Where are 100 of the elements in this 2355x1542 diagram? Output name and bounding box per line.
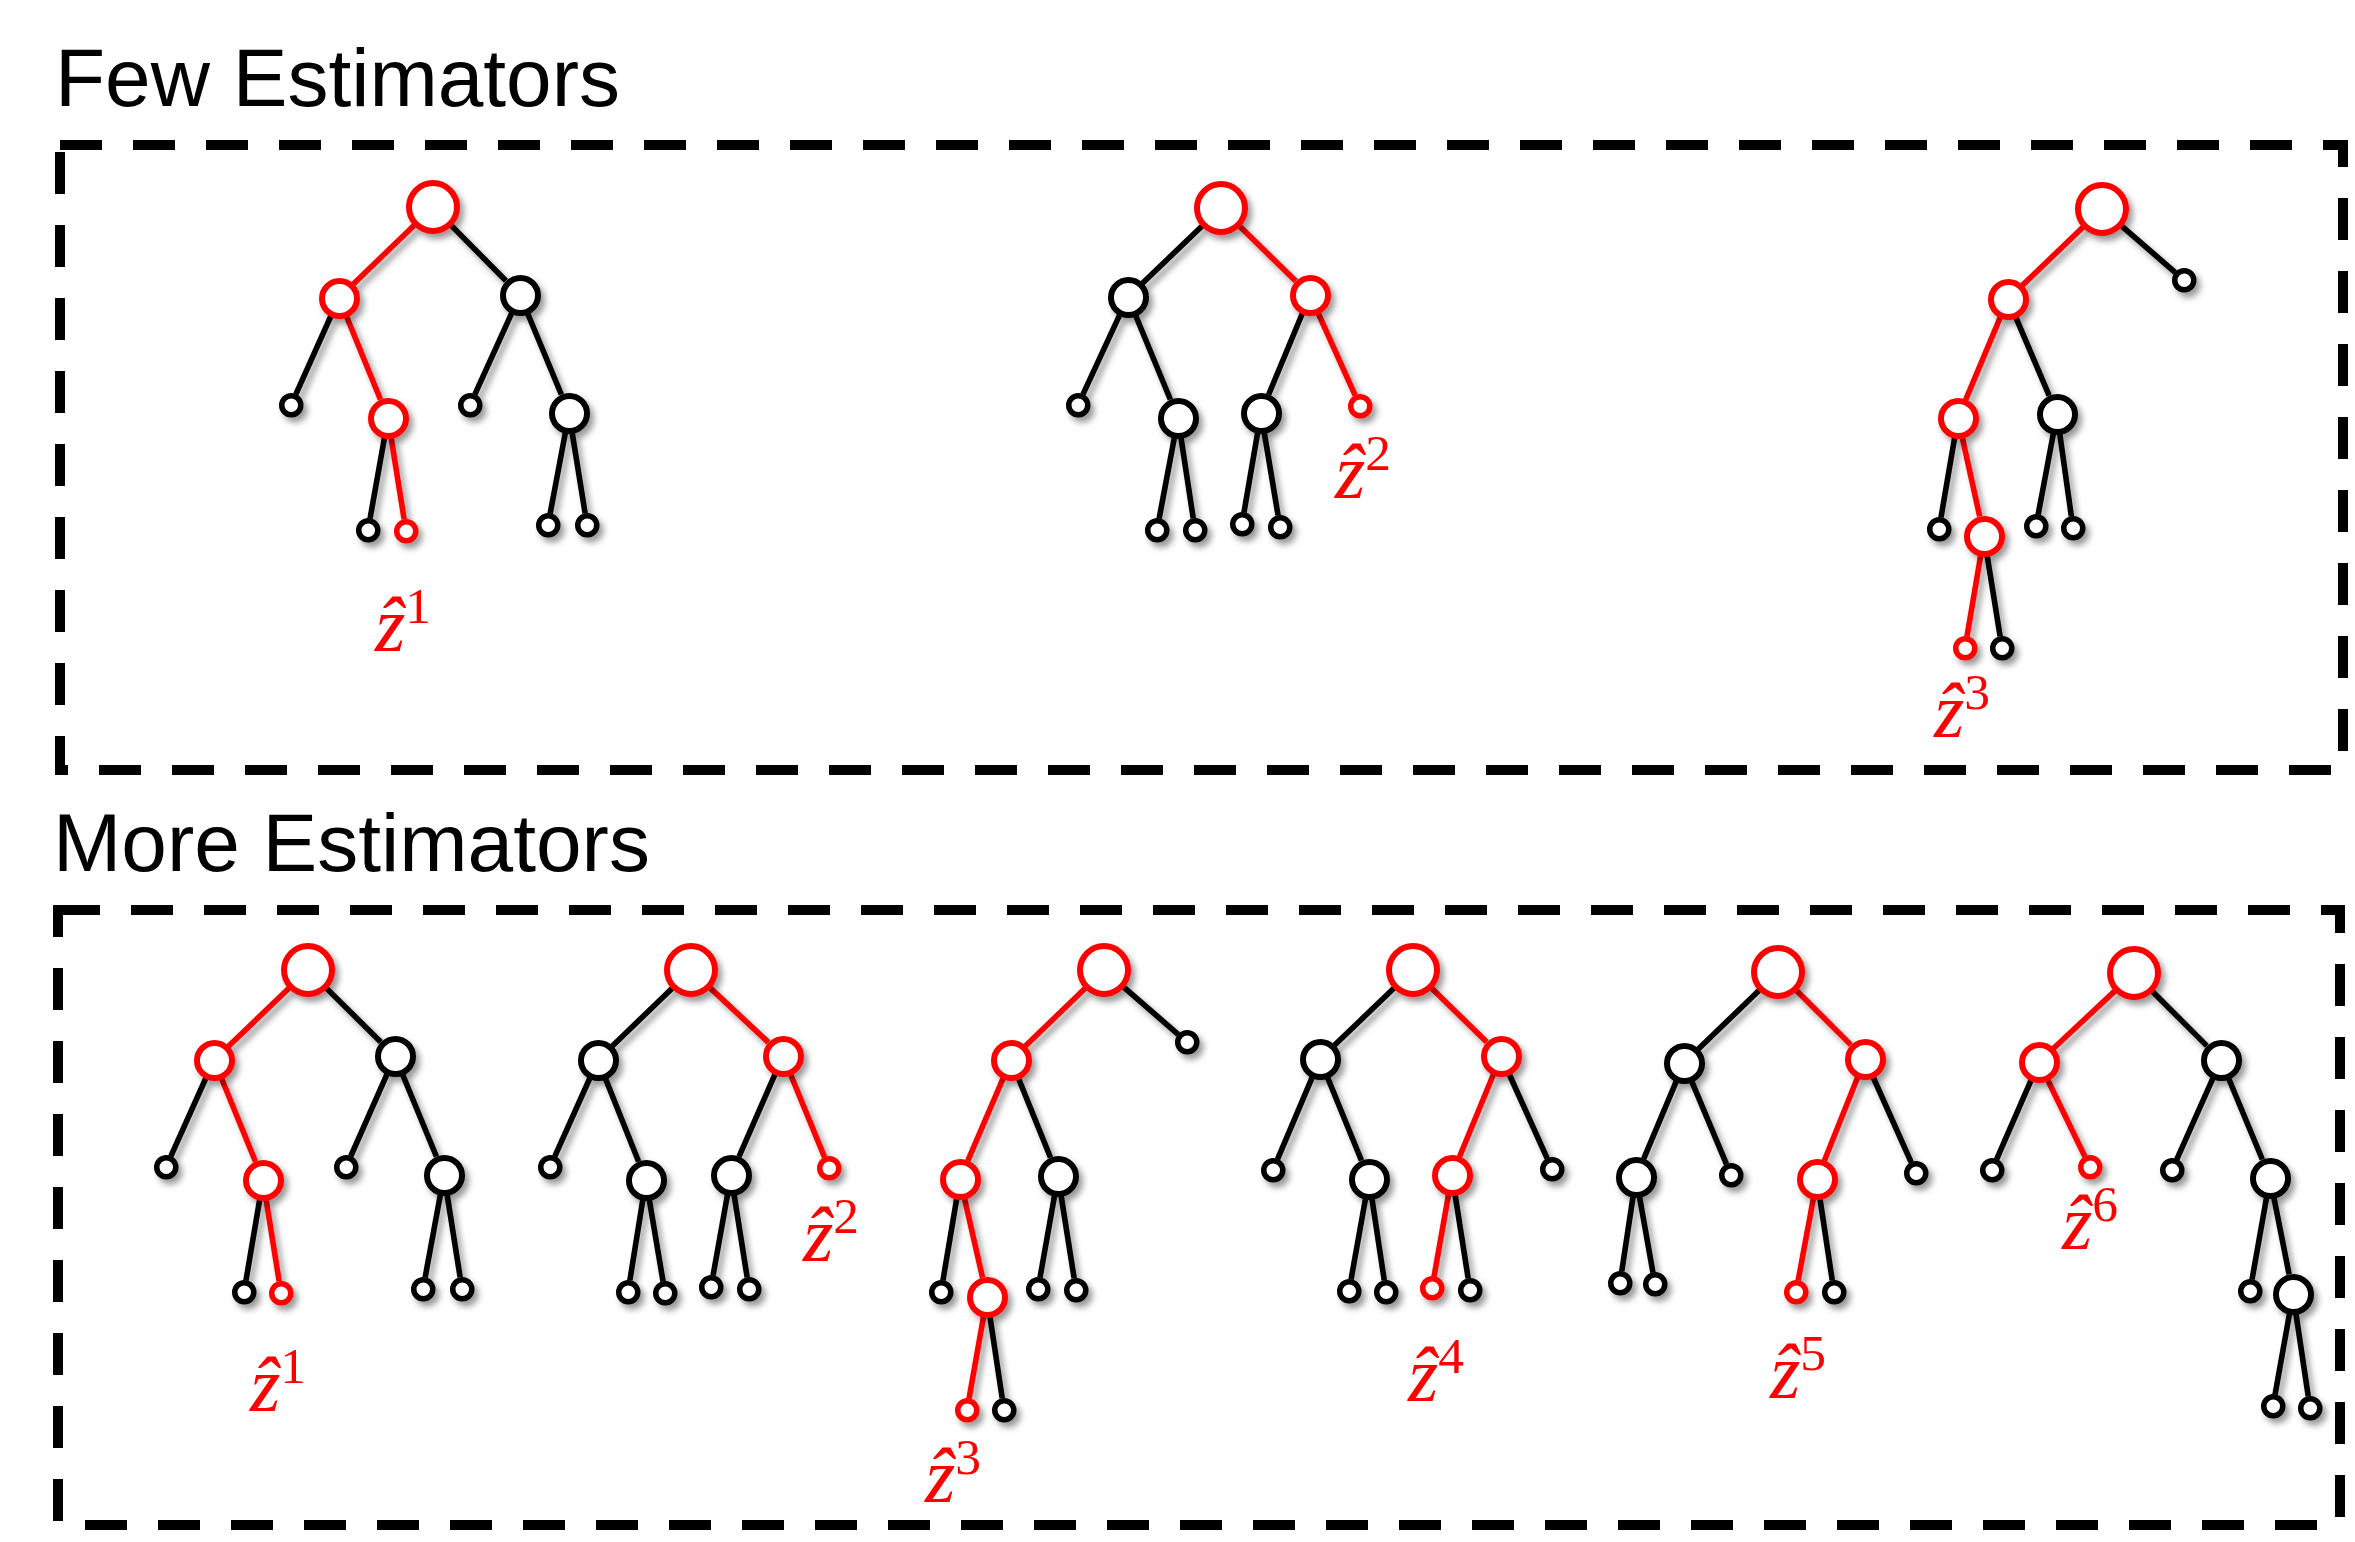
branch-line	[569, 432, 588, 514]
branch-line	[646, 1199, 666, 1282]
branch-line	[2013, 316, 2052, 397]
tree-node	[1107, 276, 1149, 318]
branch-line	[1080, 313, 1123, 396]
branch-line	[708, 986, 771, 1045]
leaf-node	[393, 518, 419, 544]
branch-line	[1037, 1195, 1058, 1278]
branch-line	[226, 986, 291, 1049]
tree-node	[318, 277, 360, 319]
branch-line	[1430, 986, 1489, 1045]
branch-line	[1795, 1198, 1817, 1281]
branch-line	[1641, 1080, 1679, 1160]
tree-node	[1937, 397, 1979, 439]
tree-node	[2249, 1157, 2291, 1199]
leaf-node	[535, 512, 561, 538]
branch-line	[966, 1316, 987, 1399]
leaf-node	[1347, 393, 1373, 419]
leaf-node	[1783, 1279, 1809, 1305]
leaf-node	[1229, 511, 1255, 537]
leaf-node	[1642, 1271, 1668, 1297]
branch-line	[1821, 1076, 1861, 1162]
leaf-node	[1607, 1270, 1633, 1296]
leaf-node	[1144, 517, 1170, 543]
leaf-node	[1952, 635, 1978, 661]
tree-node	[281, 943, 335, 997]
leaf-node	[231, 1279, 257, 1305]
branch-line	[348, 1073, 390, 1158]
branch-line	[602, 1077, 642, 1163]
leaf-node	[1718, 1162, 1744, 1188]
leaf-node	[2237, 1278, 2263, 1304]
leaf-node	[1903, 1160, 1929, 1186]
tree-node	[1194, 181, 1248, 235]
branch-line	[1348, 1198, 1369, 1280]
leaf-node	[268, 1280, 294, 1306]
branch-line	[731, 1194, 750, 1278]
leaf-node	[1065, 392, 1091, 418]
branch-line	[444, 1194, 463, 1278]
branch-line	[1794, 988, 1853, 1047]
tree-node	[2036, 393, 2078, 435]
leaf-node	[1539, 1156, 1565, 1182]
tree-node	[1348, 1158, 1390, 1200]
branch-line	[351, 223, 416, 287]
branch-line	[525, 312, 564, 396]
leaf-node	[1926, 516, 1952, 542]
branch-line	[1140, 224, 1204, 286]
branch-line	[422, 1194, 444, 1278]
branch-line	[2174, 1077, 2216, 1161]
branch-line	[1122, 985, 1180, 1037]
tree-node	[939, 1158, 981, 1200]
branch-line	[2020, 225, 2085, 288]
leaf-label: ẑ$^{6}$	[2061, 1184, 2119, 1262]
branch-line	[788, 1073, 828, 1159]
tree-node	[1077, 943, 1131, 997]
panel-heading: Few Estimators	[55, 37, 620, 119]
leaf-node	[652, 1280, 678, 1306]
tree-node	[423, 1154, 465, 1196]
branch-line	[1689, 1080, 1730, 1166]
leaf-node	[2260, 1393, 2286, 1419]
branch-line	[367, 437, 388, 519]
leaf-node	[574, 512, 600, 538]
branch-line	[324, 986, 383, 1044]
tree-node	[1299, 1038, 1341, 1080]
tree-node	[1157, 397, 1199, 439]
leaf-label: ẑ$^{5}$	[1769, 1333, 1827, 1411]
leaf-node	[2159, 1157, 2185, 1183]
leaf-node	[1821, 1279, 1847, 1305]
leaf-node	[457, 392, 483, 418]
branch-line	[1964, 555, 1984, 637]
branch-line	[2293, 1313, 2312, 1397]
leaf-node	[333, 1154, 359, 1180]
leaf-node	[928, 1279, 954, 1305]
tree-node	[577, 1039, 619, 1081]
branch-line	[218, 1077, 259, 1163]
leaf-node	[698, 1274, 724, 1300]
tree-node	[242, 1159, 284, 1201]
branch-line	[472, 312, 515, 396]
branch-line	[940, 1198, 960, 1281]
leaf-node	[537, 1154, 563, 1180]
tree-node	[1663, 1042, 1705, 1084]
branch-line	[1938, 437, 1958, 518]
tree-node	[1480, 1035, 1522, 1077]
branch-line	[1506, 1073, 1550, 1160]
leaf-node	[2060, 515, 2086, 541]
leaf-node	[1336, 1278, 1362, 1304]
tree-node	[2200, 1039, 2242, 1081]
branch-line	[1023, 986, 1087, 1049]
tree-node	[1987, 278, 2029, 320]
leaf-node	[1373, 1279, 1399, 1305]
branch-line	[1178, 437, 1196, 519]
leaf-node	[954, 1397, 980, 1423]
tree-node	[1431, 1154, 1473, 1196]
branch-line	[1984, 555, 2003, 637]
branch-line	[1696, 988, 1761, 1052]
branch-line	[2035, 433, 2057, 515]
branch-line	[2272, 1313, 2293, 1395]
branch-line	[1261, 432, 1281, 516]
branch-line	[2249, 1197, 2270, 1280]
branch-line	[1275, 1076, 1315, 1161]
leaf-node	[736, 1276, 762, 1302]
